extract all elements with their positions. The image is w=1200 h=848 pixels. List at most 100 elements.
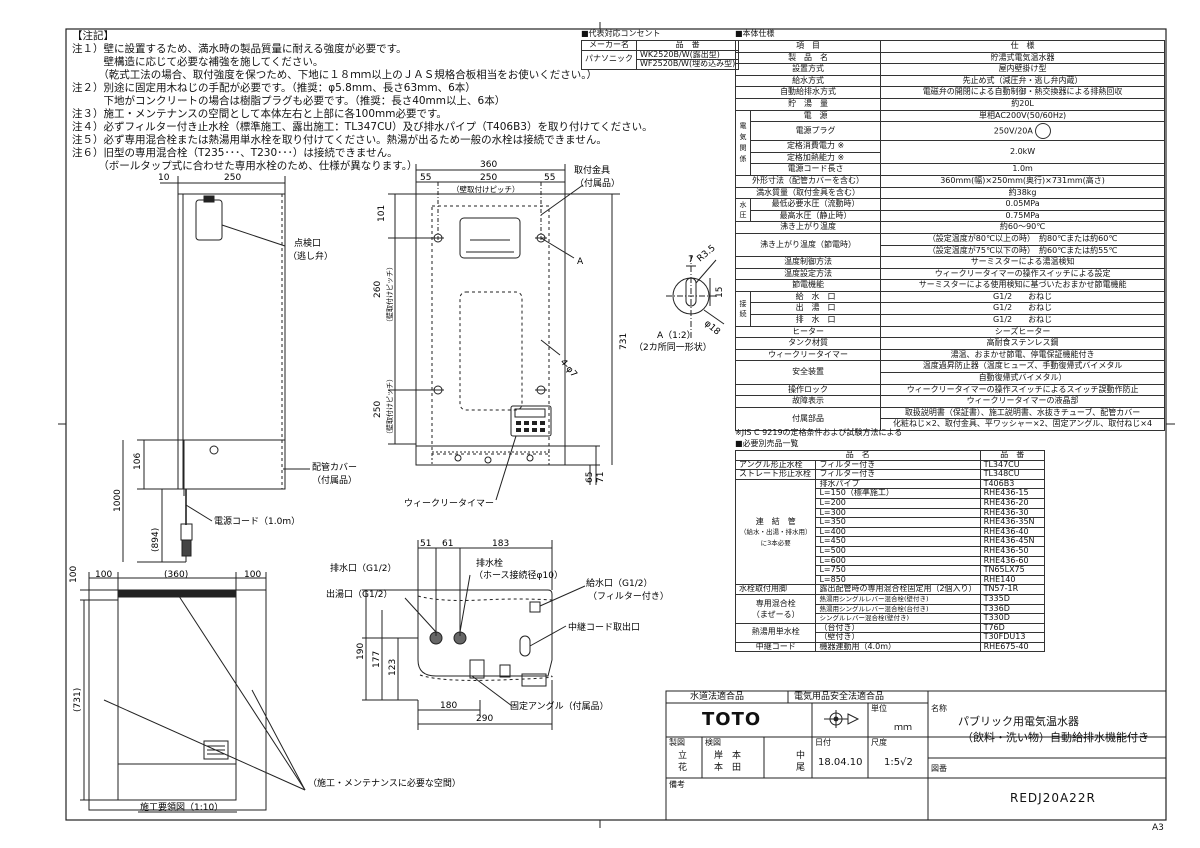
label-detail-a: A（1:2） [657, 330, 696, 341]
spec-value: 1.0m [880, 163, 1165, 176]
parts-category: ストレート形止水栓 [734, 469, 817, 480]
dim-front-65: 65 [585, 472, 595, 483]
parts-desc: L=500 [815, 545, 981, 557]
parts-category-pipes: 連 結 管 （給水・出湯・排水用） に3本必要 [734, 478, 817, 586]
label-pipe-cover: 配管カバー [312, 461, 357, 473]
note-line-5: 下地がコンクリートの場合は樹脂プラグも必要です。（推奨：長さ40mm以上、6本） [72, 95, 506, 107]
spec-key: 給 水 口 [749, 290, 882, 304]
parts-desc: L=400 [815, 526, 981, 538]
label-drain-plug: 排水栓 [476, 557, 503, 569]
label-wall-pitch-v1: （壁取付けピッチ） [385, 263, 394, 326]
parts-number: T335D [979, 593, 1046, 605]
parts-number: RHE436-35N [979, 517, 1046, 528]
spec-value: 屋内壁掛け型 [880, 63, 1165, 76]
note-line-1: 注１）壁に設置するため、満水時の製品質量に耐える強度が必要です。 [72, 43, 407, 55]
parts-desc: L=450 [815, 536, 981, 547]
cert-electric: 電気用品安全法適合品 [794, 692, 885, 702]
scale-label: 尺度 [871, 738, 887, 747]
spec-key: 温度制御方法 [734, 256, 882, 269]
dim-front-101: 101 [377, 205, 387, 222]
spec-table: 項 目 仕 様 製 品 名貯湯式電気温水器 設置方式屋内壁掛け型 給水方式先止め… [734, 40, 1165, 432]
dim-side-106: 106 [133, 453, 143, 470]
dim-side-1000: 1000 [113, 489, 123, 512]
spec-value: 湯温、おまかせ節電、停電保証機能付き [880, 348, 1165, 362]
parts-header-name: 品 名 [735, 450, 981, 461]
parts-mixer-line1: 専用混合栓 [755, 598, 796, 608]
spec-value: ウィークリータイマーの操作スイッチによるスイッチ誤動作防止 [880, 383, 1165, 397]
cert-water: 水道法適合品 [690, 692, 745, 702]
outlet-item: WK2520B/W(露出型) [635, 49, 740, 61]
side-view [122, 176, 310, 563]
spec-group-electric: 電気関係 [735, 109, 751, 176]
parts-number: T330D [979, 613, 1046, 624]
label-relay-cord: 中継コード取出口 [568, 621, 640, 633]
spec-value: 0.05MPa [880, 198, 1165, 211]
spec-value: シーズヒーター [880, 325, 1165, 339]
spec-value: サーミスターによる使用検知に基づいたおまかせ節電機能 [880, 279, 1165, 292]
parts-number: RHE140 [979, 574, 1046, 586]
dim-bottom-51: 51 [420, 539, 431, 549]
spec-value: 自動復帰式バイメタル） [880, 372, 1165, 385]
spec-key: 最低必要水圧（流動時） [749, 198, 882, 211]
drawer-1: 立 [678, 751, 688, 761]
parts-pipes-line2: （給水・出湯・排水用） [739, 527, 812, 536]
parts-desc: L=200 [815, 497, 981, 509]
parts-pipes-line1: 連 結 管 [755, 516, 796, 526]
unit-label: 単位 [871, 704, 887, 713]
checker-1: 岸 本 [714, 751, 742, 761]
spec-value: 約38kg [880, 186, 1165, 200]
approver-2: 尾 [796, 763, 806, 773]
sheet-size: A3 [1152, 823, 1164, 833]
spec-key: 温度設定方法 [734, 267, 882, 281]
label-a-ref: A [577, 257, 584, 267]
spec-group-connection: 接続 [735, 290, 751, 327]
note-line-7: 注４）必ずフィルター付き止水栓（標準施工、露出施工：TL347CU）及び排水パイ… [72, 121, 653, 133]
outlet-item: WF2520B/W(埋め込み型) [635, 59, 740, 70]
spec-value: G1/2 おねじ [880, 314, 1165, 327]
draw-label: 製図 [669, 738, 685, 747]
dim-install-360: (360) [164, 570, 188, 580]
note-line-2: 壁構造に応じて必要な補強を施してください。 [72, 56, 324, 68]
dim-install-100-right: 100 [244, 570, 261, 580]
note-line-4: 注２）別途に固定用木ねじの手配が必要です。（推奨：φ5.8mm、長さ63mm、6… [72, 82, 476, 94]
spec-key: ウィークリータイマー [734, 348, 882, 362]
outlet-table: メーカー名 品 番 パナソニック WK2520B/W(露出型) WF2520B/… [581, 40, 740, 70]
drawing-number: REDJ20A22R [1010, 791, 1096, 805]
dim-bottom-290: 290 [476, 714, 493, 724]
spec-key: 排 水 口 [749, 314, 882, 327]
spec-key: 沸き上がり温度（節電時） [734, 232, 882, 258]
label-wall-pitch-h: （壁取付けピッチ） [452, 184, 520, 194]
dim-front-55a: 55 [420, 173, 431, 183]
bottom-view [362, 540, 586, 730]
spec-value: 電磁弁の開閉による自動制御・熱交換器による排熱回収 [880, 86, 1165, 99]
spec-value: （設定温度が75℃以下の時） 約60℃または約55℃ [880, 244, 1165, 258]
spec-group-pressure: 水圧 [735, 198, 751, 223]
spec-title: ■本体仕様 [735, 29, 775, 38]
date-label: 日付 [815, 738, 831, 747]
label-service-space: （施工・メンテナンスに必要な空間） [308, 777, 461, 789]
spec-key: 外形寸法（配管カバーを含む） [734, 174, 882, 188]
spec-value: （設定温度が80℃以上の時） 約80℃または約60℃ [880, 232, 1165, 246]
parts-category: アングル形止水栓 [734, 459, 817, 471]
spec-key: 電源プラグ [749, 121, 882, 142]
parts-desc: L=350 [815, 517, 981, 528]
parts-header-part: 品 番 [979, 450, 1046, 461]
spec-value: 250V/20A [880, 121, 1165, 142]
spec-plug-value: 250V/20A [993, 126, 1033, 136]
label-fix-angle: 固定アングル（付属品） [510, 700, 609, 712]
dim-side-894: (894) [151, 528, 161, 552]
spec-key: 最高水圧（静止時） [749, 209, 882, 223]
parts-title: ■必要別売品一覧 [735, 439, 799, 448]
spec-value: 約20L [880, 97, 1165, 111]
spec-key: 自動給排水方式 [734, 86, 882, 99]
dim-front-360: 360 [480, 160, 497, 170]
detail-a [666, 255, 725, 340]
spec-key: 安全装置 [734, 360, 882, 385]
parts-category-mixer: 専用混合栓 （まぜーる） [734, 593, 817, 624]
spec-value: 360mm(幅)×250mm(奥行)×731mm(高さ) [880, 174, 1165, 188]
spec-key: タンク材質 [734, 337, 882, 350]
note-line-9: 注６）旧型の専用混合栓（T235･･･、T230･･･）は接続できません。 [72, 147, 398, 159]
label-hose-size: （ホース接続径φ10） [474, 569, 563, 581]
